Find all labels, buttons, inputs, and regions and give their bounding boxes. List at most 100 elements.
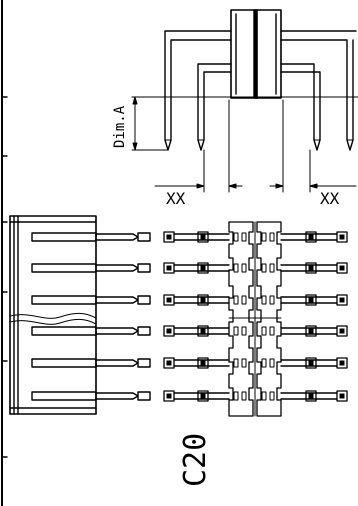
footprint-pad — [305, 325, 317, 337]
footprint-pad — [305, 262, 317, 274]
footprint-pad — [163, 390, 175, 402]
footprint-pad — [336, 390, 348, 402]
footprint-pad — [163, 294, 175, 306]
side-pin-body — [31, 295, 97, 305]
footprint-pad-hole — [339, 393, 345, 399]
footprint-row — [163, 390, 348, 402]
housing-pin — [241, 263, 247, 273]
housing-pin — [261, 358, 267, 368]
housing-pin — [233, 263, 239, 273]
footprint-pad-hole — [308, 297, 314, 303]
housing-pin — [269, 232, 275, 242]
side-pin — [31, 358, 151, 368]
footprint-pad — [197, 357, 209, 369]
housing-pin — [233, 295, 239, 305]
footprint-pad — [336, 294, 348, 306]
xx-right-label: XX — [320, 189, 340, 208]
footprint-row — [163, 231, 348, 243]
bent-pin-outer-right — [280, 30, 357, 151]
side-pin-shaft — [95, 233, 139, 241]
side-pins — [31, 232, 151, 401]
housing-pin — [241, 391, 247, 401]
footprint-pad — [197, 390, 209, 402]
xx-left-dimension — [154, 99, 243, 193]
footprint-rows — [163, 231, 348, 402]
housing-pin — [269, 326, 275, 336]
side-pin-shaft — [95, 359, 139, 367]
footprint-pad — [305, 231, 317, 243]
footprint-pad-hole — [308, 393, 314, 399]
side-pin — [31, 326, 151, 336]
housing-pin — [233, 358, 239, 368]
side-housing — [9, 215, 97, 415]
footprint-pad-hole — [166, 393, 172, 399]
footprint-pad-hole — [339, 297, 345, 303]
side-pin-shaft — [95, 296, 139, 304]
housing-pin — [261, 232, 267, 242]
bent-pin-inner-left — [197, 63, 232, 151]
footprint-pad — [336, 231, 348, 243]
drawing-border — [1, 0, 8, 506]
footprint-pad — [197, 262, 209, 274]
xx-left-label: XX — [166, 189, 186, 208]
footprint-pad — [197, 325, 209, 337]
footprint-view — [163, 221, 348, 417]
footprint-pad — [197, 294, 209, 306]
housing-pin — [261, 391, 267, 401]
housing-pin — [241, 232, 247, 242]
footprint-pad-hole — [200, 265, 206, 271]
housing-pin — [269, 358, 275, 368]
housing-pin — [269, 295, 275, 305]
footprint-pad — [336, 325, 348, 337]
footprint-pad-hole — [200, 297, 206, 303]
dim-a-dimension — [131, 96, 358, 151]
footprint-row — [163, 294, 348, 306]
side-pin-shaft — [95, 392, 139, 400]
part-code-label: C20 — [178, 433, 213, 487]
footprint-pad-hole — [166, 360, 172, 366]
housing-pin — [261, 326, 267, 336]
footprint-pad-hole — [308, 234, 314, 240]
side-pin — [31, 263, 151, 273]
footprint-pad-hole — [200, 393, 206, 399]
footprint-pad-hole — [339, 234, 345, 240]
housing-pin — [233, 391, 239, 401]
footprint-pad-hole — [339, 328, 345, 334]
housing-pin — [261, 295, 267, 305]
housing-pin — [241, 358, 247, 368]
footprint-pad — [305, 390, 317, 402]
housing-pin — [269, 263, 275, 273]
side-pin — [31, 232, 151, 242]
side-pin — [31, 391, 151, 401]
side-pin-body — [31, 358, 97, 368]
top-view: Dim.A XX XX — [112, 9, 358, 208]
footprint-pad — [305, 357, 317, 369]
footprint-row — [163, 262, 348, 274]
side-pin-tip — [137, 391, 151, 401]
side-pin-body — [31, 263, 97, 273]
footprint-housing — [228, 221, 282, 417]
side-pin-body — [31, 391, 97, 401]
housing-pin — [233, 326, 239, 336]
housing-pin — [241, 326, 247, 336]
footprint-pad-hole — [339, 360, 345, 366]
footprint-pad — [163, 262, 175, 274]
footprint-pad-hole — [200, 328, 206, 334]
side-pin-tip — [137, 295, 151, 305]
footprint-row — [163, 325, 348, 337]
side-pin-body — [31, 232, 97, 242]
footprint-pad-hole — [308, 360, 314, 366]
footprint-pad — [163, 231, 175, 243]
housing-pin — [241, 295, 247, 305]
side-pin-shaft — [95, 327, 139, 335]
footprint-pad-hole — [200, 234, 206, 240]
footprint-pad-hole — [200, 360, 206, 366]
footprint-pad — [336, 262, 348, 274]
side-pin-body — [31, 326, 97, 336]
footprint-pad-hole — [166, 328, 172, 334]
housing-pin — [269, 391, 275, 401]
dim-a-label: Dim.A — [112, 105, 128, 148]
side-pin-tip — [137, 326, 151, 336]
footprint-pad-hole — [308, 328, 314, 334]
